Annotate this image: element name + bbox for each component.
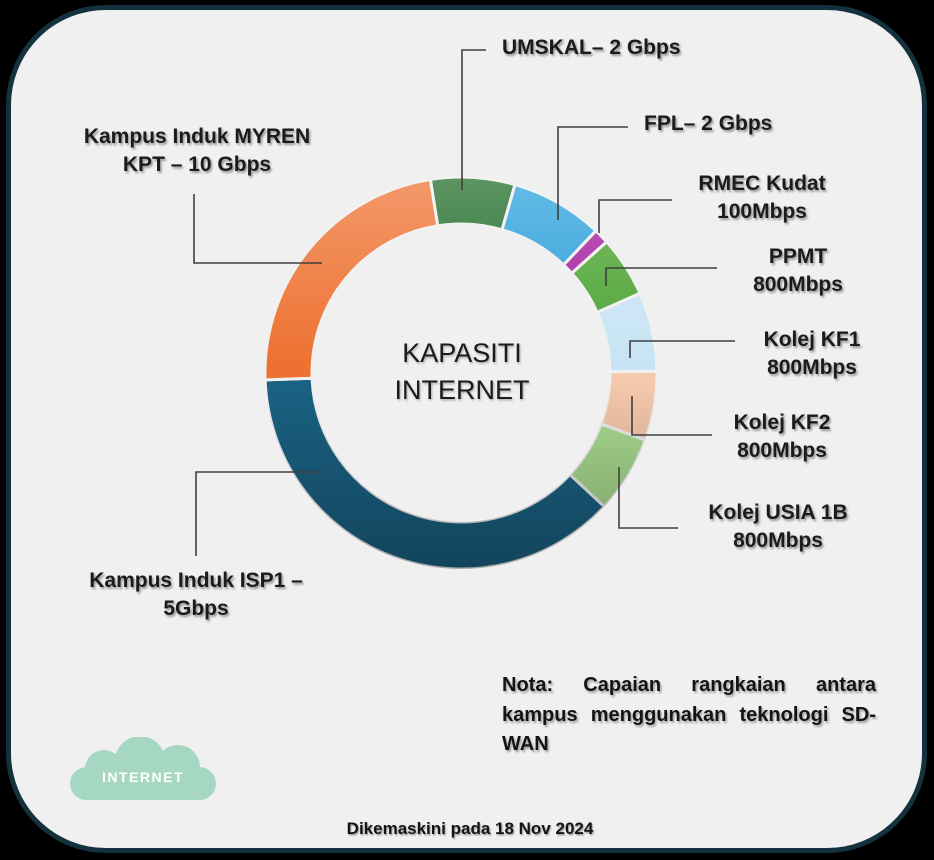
center-title-line1: KAPASITI	[402, 338, 522, 368]
callout-rmec-kudat: RMEC Kudat 100Mbps	[698, 172, 826, 223]
callout-kolej-kf2: Kolej KF2 800Mbps	[733, 411, 831, 462]
leader-line-fpl	[557, 126, 628, 220]
center-title-line2: INTERNET	[394, 375, 530, 405]
callout-ppmt: PPMT 800Mbps	[753, 245, 843, 296]
callout-kolej-usia-1b: Kolej USIA 1B 800Mbps	[708, 501, 848, 552]
chart-center-title: KAPASITI INTERNET	[312, 335, 612, 409]
callout-fpl: FPL– 2 Gbps	[644, 112, 773, 135]
callout-kampus-induk-myren: Kampus Induk MYREN KPT – 10 Gbps	[83, 125, 311, 176]
leader-line-ppmt	[605, 267, 717, 286]
leader-line-umskal	[461, 49, 486, 190]
note-text: Nota: Capaian rangkaian antara kampus me…	[502, 674, 876, 755]
leader-line-rmec-kudat	[598, 199, 672, 233]
leader-line-kolej-usia-1b	[618, 467, 678, 529]
callout-umskal: UMSKAL– 2 Gbps	[502, 36, 681, 59]
leader-line-kampus-induk-isp1	[195, 471, 323, 556]
leader-line-kolej-kf1	[629, 340, 735, 358]
internet-cloud-icon	[70, 737, 216, 800]
updated-date: Dikemaskini pada 18 Nov 2024	[346, 819, 594, 838]
leader-line-kampus-induk-myren	[193, 194, 322, 264]
callout-kolej-kf1: Kolej KF1 800Mbps	[763, 328, 861, 379]
callout-kampus-induk-isp1: Kampus Induk ISP1 – 5Gbps	[89, 569, 303, 620]
leader-line-kolej-kf2	[631, 396, 712, 436]
rounded-card	[6, 5, 927, 853]
cloud-label: INTERNET	[102, 769, 184, 785]
